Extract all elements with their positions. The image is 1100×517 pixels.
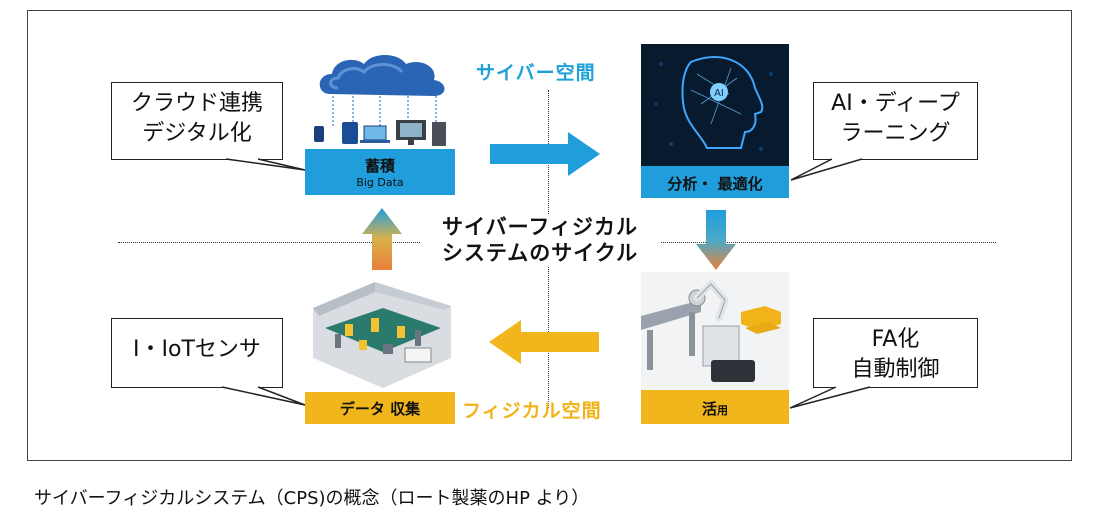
cps-cycle-label-line1: サイバーフィジカル bbox=[442, 215, 638, 239]
utilization-title-wrap: 活用 bbox=[641, 398, 789, 419]
figure-caption: サイバーフィジカルシステム（CPS)の概念（ロート製薬のHP より） bbox=[34, 488, 590, 509]
ai-callout-line1: AI・ディープ bbox=[831, 91, 960, 116]
arrow-storage-to-analysis bbox=[490, 132, 600, 176]
robot-arm-icon bbox=[641, 272, 789, 390]
cloud-callout: クラウド連携 デジタル化 bbox=[111, 82, 283, 160]
utilization-title-small: 用 bbox=[717, 404, 728, 417]
utilization-panel: 活用 bbox=[641, 390, 789, 424]
iot-callout: I・IoTセンサ bbox=[111, 318, 283, 388]
fa-callout-line1: FA化 bbox=[871, 327, 920, 352]
factory-floor-icon bbox=[313, 282, 451, 388]
utilization-title: 活 bbox=[701, 400, 717, 418]
cps-cycle-label-line2: システムのサイクル bbox=[441, 241, 639, 265]
analysis-panel: 分析・ 最適化 bbox=[641, 166, 789, 198]
cloud-network-icon bbox=[314, 55, 446, 146]
cloud-callout-line2: デジタル化 bbox=[142, 121, 252, 146]
storage-panel: 蓄積 Big Data bbox=[305, 149, 455, 195]
ai-callout-line2: ラーニング bbox=[840, 121, 951, 146]
storage-title: 蓄積 bbox=[364, 157, 395, 175]
arrow-collection-to-storage bbox=[362, 208, 402, 270]
collection-panel: データ 収集 bbox=[305, 392, 455, 424]
ai-head-icon: AI bbox=[641, 44, 789, 166]
collection-title: データ 収集 bbox=[339, 400, 421, 418]
storage-subtitle: Big Data bbox=[356, 176, 404, 189]
ai-callout: AI・ディープ ラーニング bbox=[813, 82, 978, 160]
iot-callout-line1: I・IoTセンサ bbox=[133, 337, 261, 362]
cyber-space-label: サイバー空間 bbox=[476, 62, 596, 84]
arrow-utilization-to-collection bbox=[489, 320, 599, 364]
arrow-analysis-to-utilization bbox=[696, 210, 736, 270]
cps-cycle-label: サイバーフィジカル システムのサイクル bbox=[420, 214, 660, 266]
cloud-callout-line1: クラウド連携 bbox=[130, 91, 263, 116]
analysis-title: 分析・ 最適化 bbox=[667, 175, 763, 193]
physical-space-label: フィジカル空間 bbox=[462, 400, 602, 422]
svg-text:AI: AI bbox=[714, 88, 724, 99]
fa-callout: FA化 自動制御 bbox=[813, 318, 978, 388]
fa-callout-line2: 自動制御 bbox=[851, 357, 940, 382]
